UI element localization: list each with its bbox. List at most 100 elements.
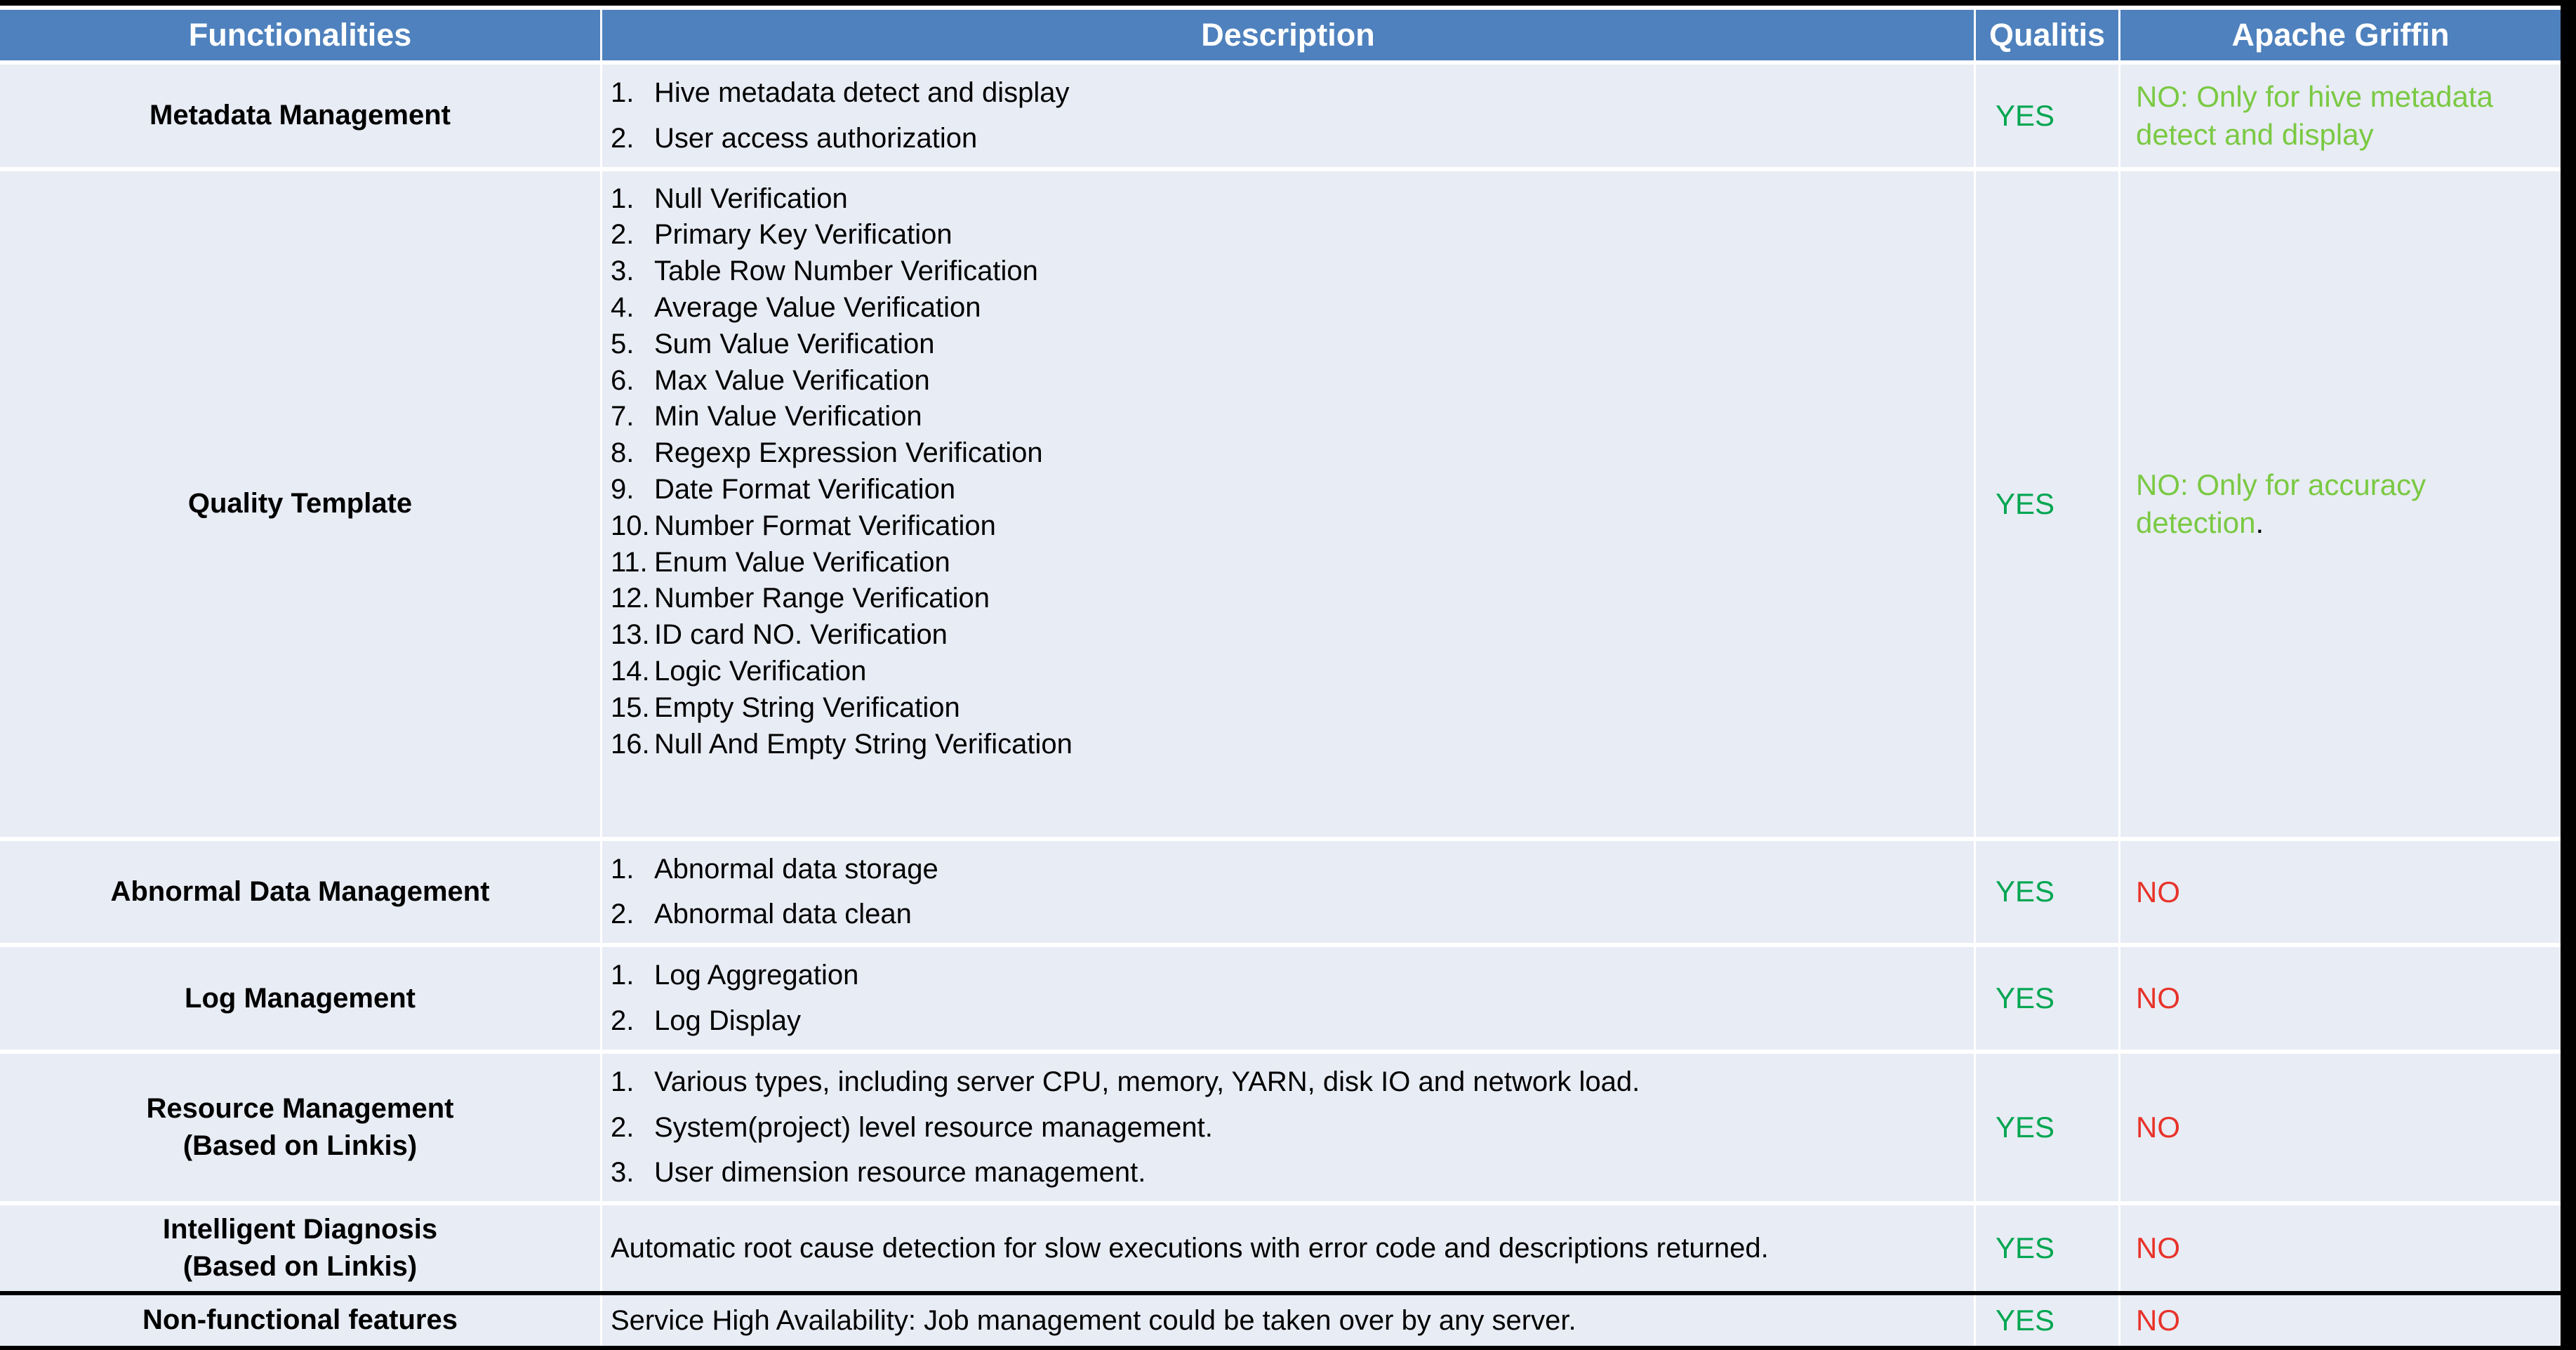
description-list-item: 3.Table Row Number Verification: [611, 253, 1974, 290]
description-list-item: 2.System(project) level resource managem…: [611, 1105, 1974, 1151]
description-list-item: 2.Abnormal data clean: [611, 892, 1974, 937]
cell-qualitis-support: YES: [1976, 1053, 2120, 1202]
column-header-qualitis: Qualitis: [1976, 10, 2120, 60]
description-list-item: 4. Average Value Verification: [611, 290, 1974, 326]
list-item-number: 1.: [611, 1066, 635, 1097]
list-item-text: Hive metadata detect and display: [654, 77, 1070, 108]
list-item-text: Sum Value Verification: [654, 328, 935, 359]
list-item-number: 15.: [611, 691, 650, 723]
description-list-item: 1. Null Verification: [611, 181, 1974, 218]
cell-qualitis-support: YES: [1976, 1205, 2120, 1291]
description-list-item: 5.Sum Value Verification: [611, 326, 1974, 363]
cell-griffin-support: NO: Only for hive metadata detect and di…: [2120, 65, 2561, 167]
list-item-text: Log Aggregation: [654, 960, 859, 991]
cell-functionality: Resource Management(Based on Linkis): [0, 1053, 602, 1202]
cell-functionality: Abnormal Data Management: [0, 840, 602, 944]
cell-functionality: Intelligent Diagnosis(Based on Linkis): [0, 1205, 602, 1291]
list-item-text: Various types, including server CPU, mem…: [654, 1066, 1640, 1097]
griffin-support-value: NO: Only for hive metadata detect and di…: [2136, 80, 2493, 151]
list-item-text: Primary Key Verification: [654, 219, 952, 251]
list-item-text: ID card NO. Verification: [654, 619, 948, 651]
list-item-number: 13.: [611, 619, 650, 651]
list-item-number: 9.: [611, 473, 635, 505]
list-item-text: Regexp Expression Verification: [654, 437, 1043, 469]
cell-griffin-support: NO: Only for accuracy detection.: [2120, 171, 2561, 837]
list-item-text: Null Verification: [654, 183, 848, 214]
description-list: 1. Log Aggregation 2.Log Display: [611, 953, 1974, 1044]
list-item-number: 1.: [611, 853, 635, 885]
list-item-number: 14.: [611, 655, 650, 687]
list-item-number: 11.: [611, 546, 648, 578]
list-item-number: 3.: [611, 1157, 635, 1189]
description-list-item: 1.Abnormal data storage: [611, 847, 1974, 892]
description-list: 1.Hive metadata detect and display 2. User…: [611, 70, 1974, 161]
page-root: Functionalities Description Qualitis Apa…: [0, 6, 2561, 1346]
cell-description: Automatic root cause detection for slow …: [602, 1205, 1976, 1291]
list-item-number: 10.: [611, 510, 650, 541]
list-item-text: Enum Value Verification: [654, 546, 950, 578]
column-header-description: Description: [602, 10, 1976, 60]
functionality-line: (Based on Linkis): [182, 1130, 418, 1161]
list-item-number: 1.: [611, 960, 635, 991]
list-item-number: 2.: [611, 1111, 635, 1143]
cell-griffin-support: NO: [2120, 840, 2561, 944]
griffin-support-value: NO: [2136, 875, 2180, 908]
description-text: Automatic root cause detection for slow …: [611, 1232, 1769, 1264]
list-item-number: 16.: [611, 728, 650, 760]
cell-griffin-support: NO: [2120, 947, 2561, 1050]
description-list-item: 2.Log Display: [611, 998, 1974, 1044]
comparison-table: Functionalities Description Qualitis Apa…: [0, 6, 2561, 1350]
cell-description: 1.Hive metadata detect and display 2. User…: [602, 65, 1976, 167]
griffin-support-value: NO: [2136, 1231, 2180, 1265]
list-item-text: Empty String Verification: [654, 691, 960, 723]
description-list-item: 13.ID card NO. Verification: [611, 617, 1974, 654]
column-header-apache-griffin: Apache Griffin: [2120, 10, 2561, 60]
functionality-line: Non-functional features: [142, 1304, 458, 1336]
list-item-number: 4.: [611, 291, 635, 323]
cell-griffin-support: NO: [2120, 1053, 2561, 1202]
cell-functionality: Log Management: [0, 947, 602, 1050]
griffin-trailing-period: .: [2255, 505, 2264, 539]
cell-qualitis-support: YES: [1976, 171, 2120, 837]
functionality-line: Quality Template: [187, 488, 413, 520]
cell-qualitis-support: YES: [1976, 1295, 2120, 1346]
description-list-item: 16.Null And Empty String Verification: [611, 727, 1974, 763]
table-header: Functionalities Description Qualitis Apa…: [0, 10, 2561, 60]
description-list-item: 2.Primary Key Verification: [611, 217, 1974, 253]
description-list-item: 8. Regexp Expression Verification: [611, 435, 1974, 472]
description-list-item: 9. Date Format Verification: [611, 472, 1974, 508]
description-list-item: 1. Log Aggregation: [611, 953, 1974, 998]
list-item-number: 6.: [611, 364, 635, 396]
griffin-support-value: NO: [2136, 981, 2180, 1015]
description-list-item: 3.User dimension resource management.: [611, 1150, 1974, 1196]
griffin-support-value: NO: [2136, 1111, 2180, 1144]
description-list-item: 1. Various types, including server CPU, m…: [611, 1059, 1974, 1105]
cell-qualitis-support: YES: [1976, 840, 2120, 944]
list-item-number: 2.: [611, 1005, 635, 1036]
list-item-text: Date Format Verification: [654, 473, 956, 505]
list-item-number: 8.: [611, 437, 635, 469]
list-item-text: User access authorization: [654, 122, 978, 154]
cell-description: Service High Availability: Job managemen…: [602, 1295, 1976, 1346]
list-item-number: 1.: [611, 183, 635, 214]
list-item-text: Min Value Verification: [654, 401, 922, 432]
description-list-item: 6.Max Value Verification: [611, 363, 1974, 399]
list-item-number: 12.: [611, 583, 650, 614]
table-row: Intelligent Diagnosis(Based on Linkis) Au…: [0, 1205, 2561, 1291]
list-item-text: Number Range Verification: [654, 583, 990, 614]
list-item-text: Average Value Verification: [654, 291, 981, 323]
comparison-table-frame: Functionalities Description Qualitis Apa…: [0, 6, 2561, 1346]
table-row: Non-functional features Service High Avai…: [0, 1295, 2561, 1346]
description-list-item: 1.Hive metadata detect and display: [611, 70, 1974, 116]
description-list-item: 14.Logic Verification: [611, 654, 1974, 690]
griffin-support-value: NO: Only for accuracy detection: [2136, 468, 2426, 539]
description-list-item: 2. User access authorization: [611, 116, 1974, 161]
list-item-number: 2.: [611, 122, 635, 154]
description-list-item: 7.Min Value Verification: [611, 399, 1974, 435]
